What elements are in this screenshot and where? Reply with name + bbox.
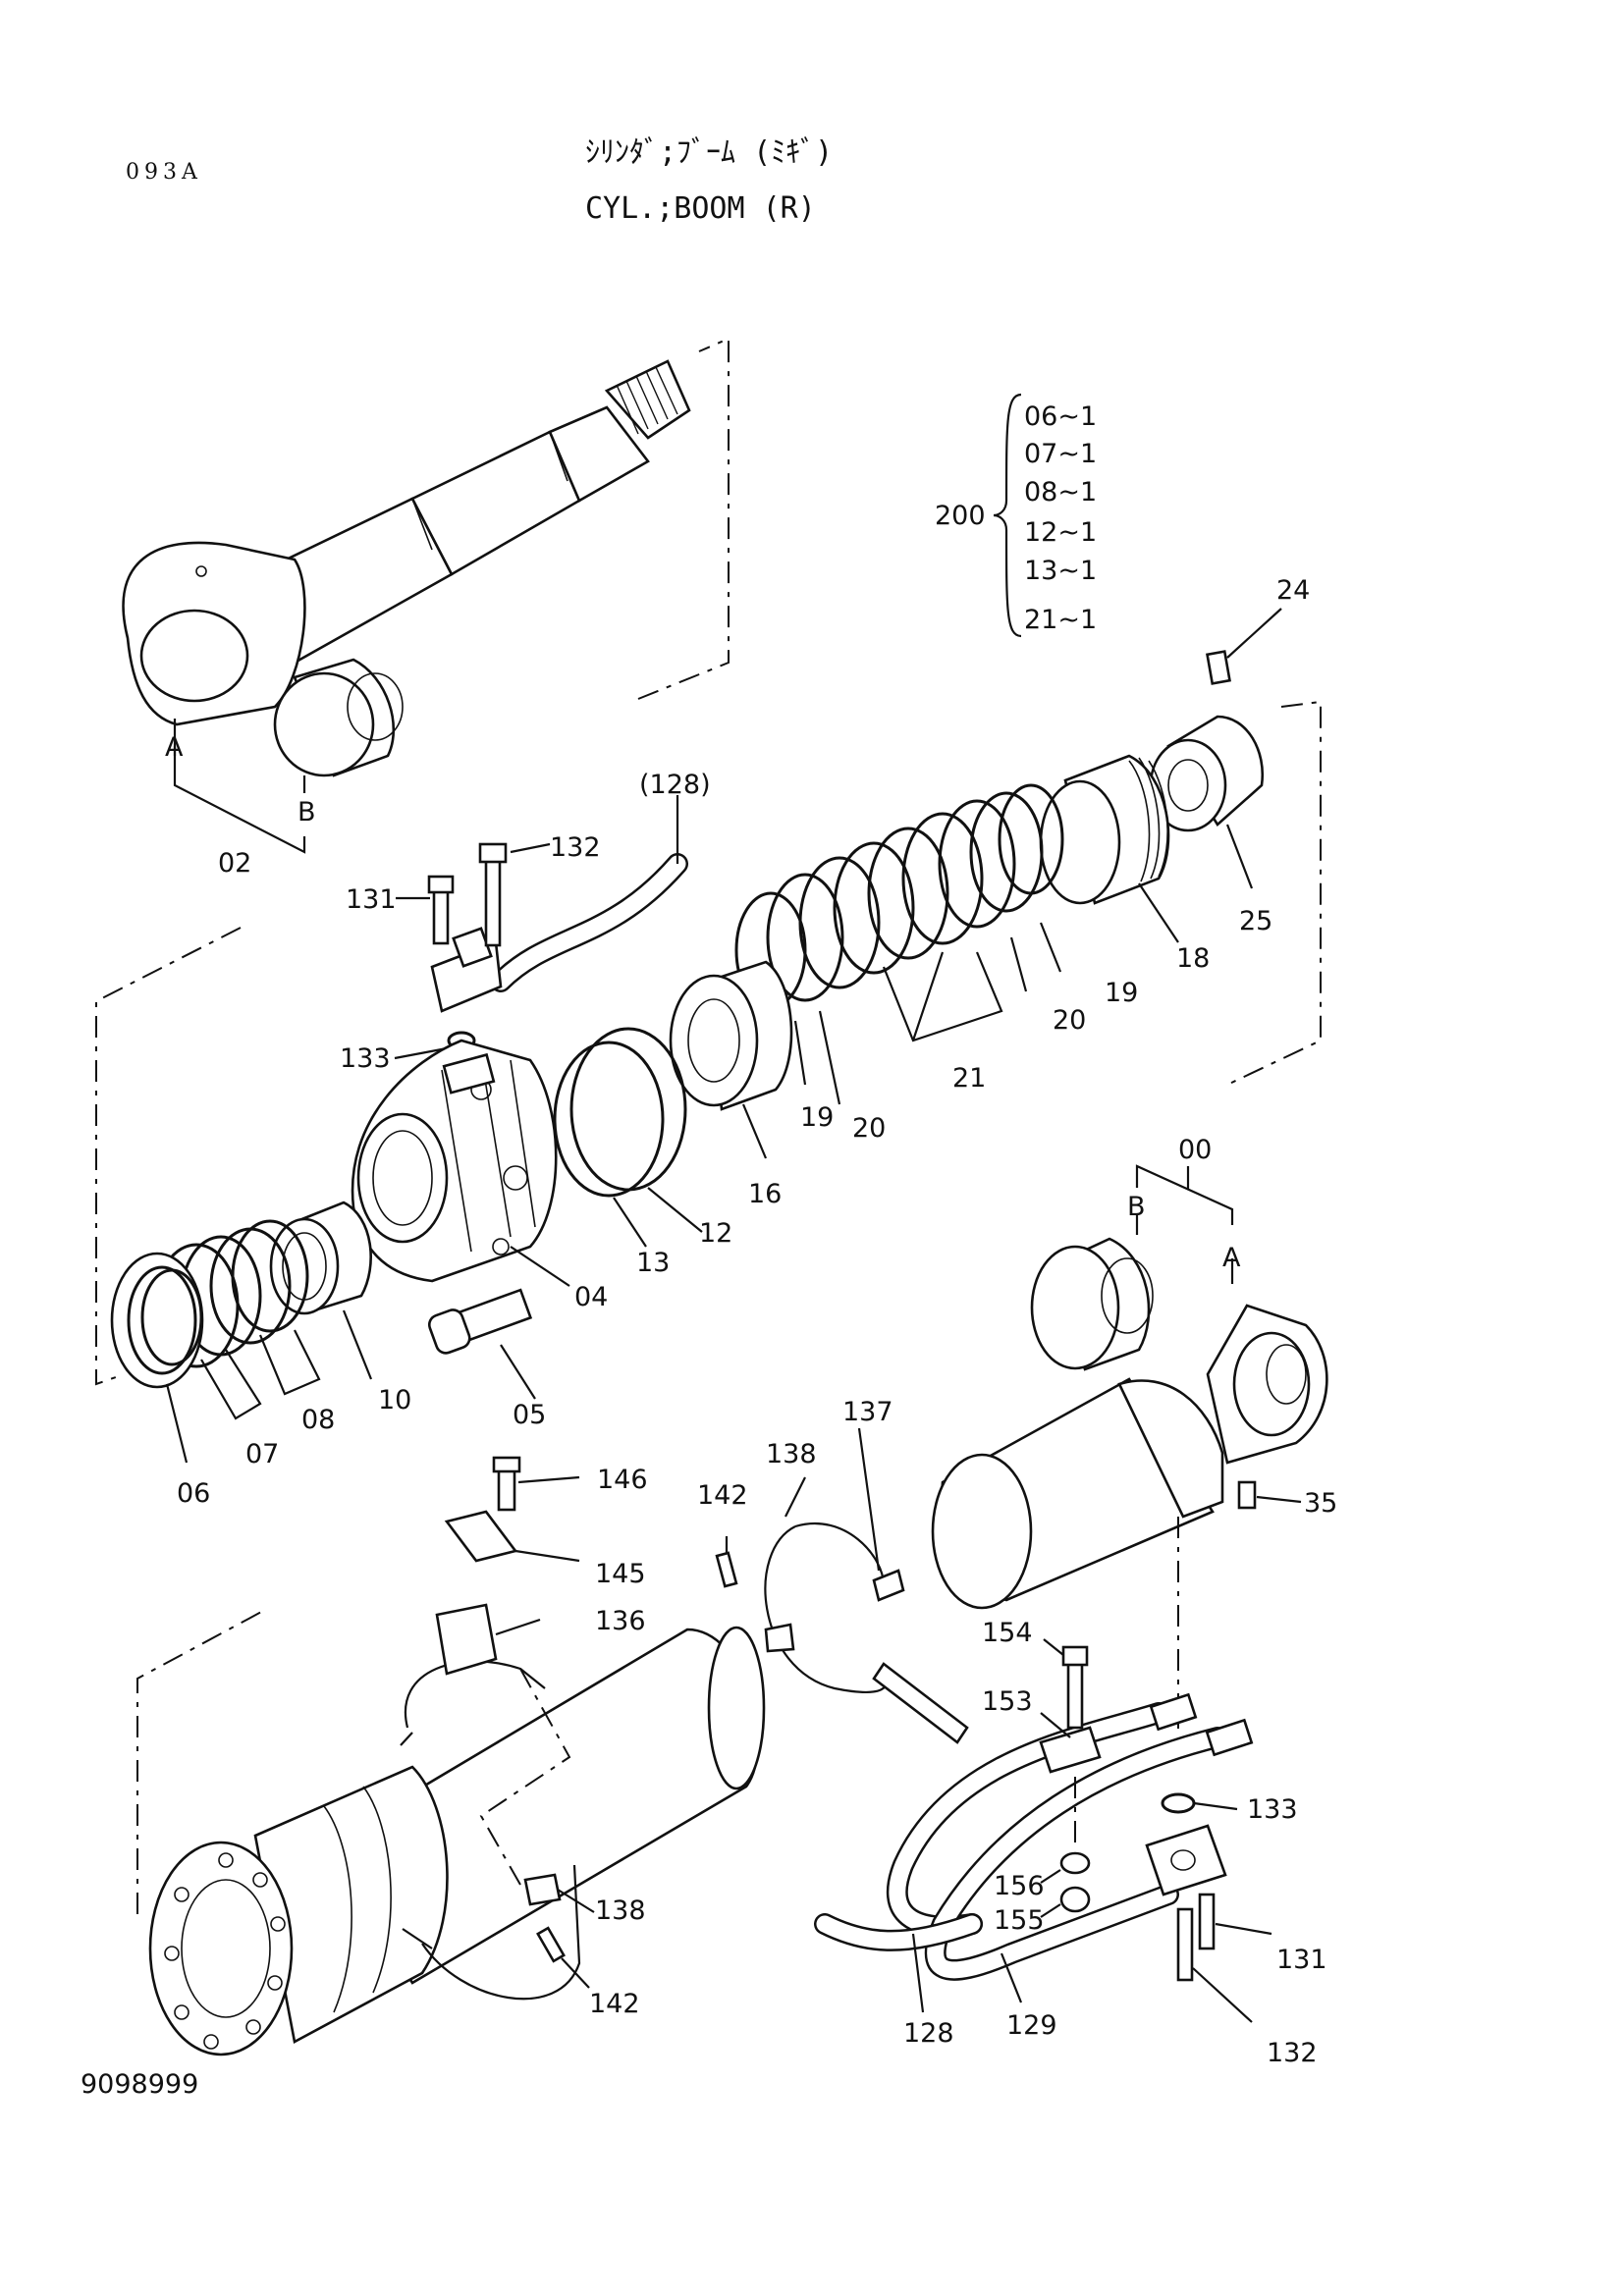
cylinder-tube-eye xyxy=(931,1164,1328,1737)
label-07: 07 xyxy=(245,1439,279,1469)
kit-item-6: 21~1 xyxy=(1024,605,1097,635)
label-04: 04 xyxy=(574,1282,608,1312)
label-128: 128 xyxy=(903,2018,954,2049)
label-133: 133 xyxy=(340,1043,391,1074)
title-english: CYL.;BOOM (R) xyxy=(585,191,816,226)
label-142: 142 xyxy=(697,1480,748,1511)
label-tube-a: A xyxy=(1222,1243,1241,1273)
cylinder-head xyxy=(95,795,703,1400)
label-138: 138 xyxy=(766,1439,817,1469)
label-19: 19 xyxy=(1105,978,1138,1008)
label-128-ref: (128) xyxy=(639,770,711,800)
label-138b: 138 xyxy=(595,1896,646,1926)
label-146: 146 xyxy=(597,1465,648,1495)
head-seals xyxy=(110,1201,373,1464)
label-24: 24 xyxy=(1276,575,1310,606)
label-156: 156 xyxy=(994,1871,1045,1901)
seal-kit-brace xyxy=(993,393,1022,638)
label-tube-b: B xyxy=(1127,1192,1146,1222)
page-code: 093A xyxy=(126,160,202,185)
kit-item-1: 06~1 xyxy=(1024,401,1097,432)
kit-item-2: 07~1 xyxy=(1024,439,1097,469)
label-35: 35 xyxy=(1304,1488,1337,1519)
label-132: 132 xyxy=(550,832,601,863)
label-133b: 133 xyxy=(1247,1794,1298,1825)
label-16: 16 xyxy=(748,1179,782,1209)
label-19b: 19 xyxy=(800,1102,834,1133)
piston-group xyxy=(669,608,1322,1159)
hose-clamp-assembly xyxy=(715,1427,969,1744)
piston-rod xyxy=(122,337,730,854)
label-129: 129 xyxy=(1006,2010,1057,2041)
label-154: 154 xyxy=(982,1618,1033,1648)
label-21: 21 xyxy=(952,1063,986,1094)
label-131b: 131 xyxy=(1276,1945,1327,1975)
label-06: 06 xyxy=(177,1478,210,1509)
label-20: 20 xyxy=(1053,1005,1086,1036)
kit-item-3: 08~1 xyxy=(1024,477,1097,507)
label-tube-asm: 00 xyxy=(1178,1135,1212,1165)
label-05: 05 xyxy=(513,1400,546,1430)
hydraulic-hoses xyxy=(814,1638,1272,2023)
title-japanese: ｼﾘﾝﾀﾞ;ﾌﾞｰﾑ (ﾐｷﾞ) xyxy=(585,135,833,170)
label-145: 145 xyxy=(595,1559,646,1589)
label-13: 13 xyxy=(636,1248,670,1278)
label-12: 12 xyxy=(699,1218,732,1249)
label-20b: 20 xyxy=(852,1113,886,1144)
label-rod-a: A xyxy=(165,732,184,763)
label-142b: 142 xyxy=(589,1989,640,2019)
label-rod-asm: 02 xyxy=(218,848,251,879)
label-155: 155 xyxy=(994,1905,1045,1936)
label-10: 10 xyxy=(378,1385,411,1415)
kit-number: 200 xyxy=(935,501,986,531)
label-25: 25 xyxy=(1239,906,1272,936)
label-18: 18 xyxy=(1176,943,1210,974)
kit-item-5: 13~1 xyxy=(1024,556,1097,586)
kit-item-4: 12~1 xyxy=(1024,517,1097,548)
label-rod-b: B xyxy=(298,797,316,828)
label-136: 136 xyxy=(595,1606,646,1636)
label-131: 131 xyxy=(346,884,397,915)
label-132b: 132 xyxy=(1267,2038,1318,2068)
label-08: 08 xyxy=(301,1405,335,1435)
label-137: 137 xyxy=(842,1397,893,1427)
drawing-number: 9098999 xyxy=(81,2069,198,2100)
cylinder-tube-body xyxy=(136,1456,766,2056)
label-153: 153 xyxy=(982,1686,1033,1717)
